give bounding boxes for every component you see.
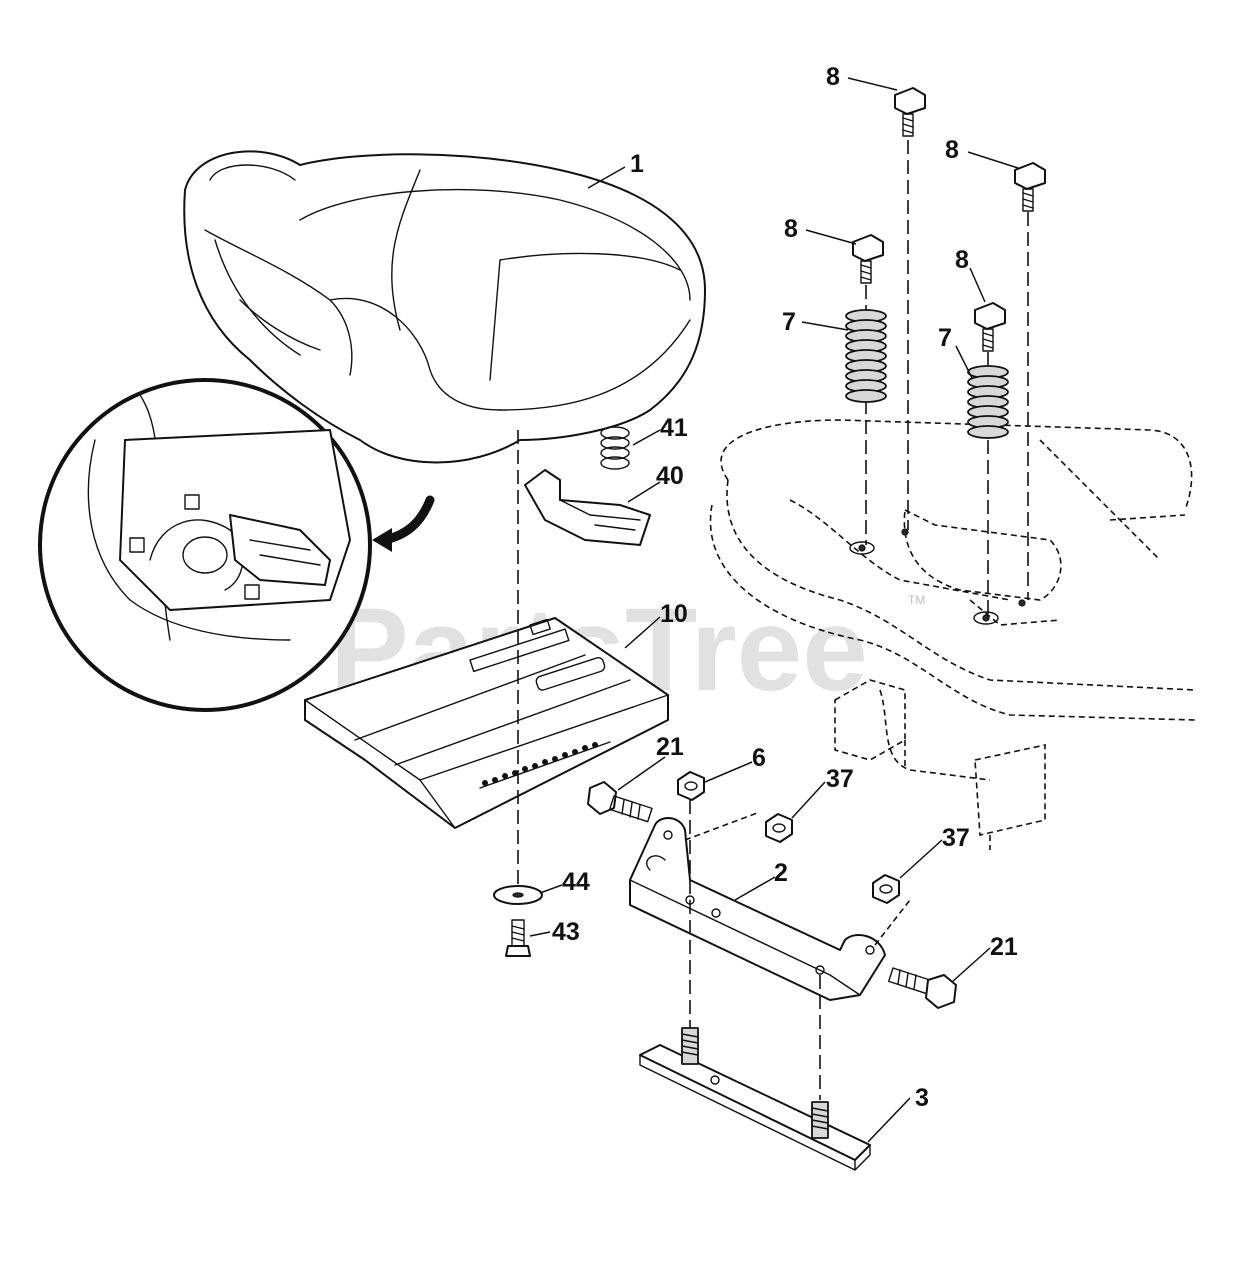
stud bbox=[681, 1027, 699, 1065]
watermark-trademark: TM bbox=[908, 593, 925, 607]
bolt-centerlines bbox=[865, 140, 1029, 615]
seat-spring[interactable] bbox=[600, 426, 630, 470]
callout-21: 21 bbox=[656, 733, 684, 761]
hex-bolt[interactable] bbox=[1014, 162, 1046, 212]
callout-41: 41 bbox=[660, 414, 688, 442]
callout-8: 8 bbox=[784, 215, 798, 243]
shoulder-bolt[interactable] bbox=[887, 967, 957, 1009]
callout-8: 8 bbox=[826, 63, 840, 91]
hex-bolt[interactable] bbox=[974, 302, 1006, 352]
callout-10: 10 bbox=[660, 600, 688, 628]
hex-nut[interactable] bbox=[677, 771, 705, 801]
shoulder-bolt[interactable] bbox=[505, 919, 531, 957]
callout-37: 37 bbox=[826, 765, 854, 793]
seat-pan[interactable] bbox=[304, 617, 669, 829]
seat-switch-bracket[interactable] bbox=[524, 469, 651, 546]
coil-spring[interactable] bbox=[845, 309, 887, 403]
leader-lines bbox=[529, 77, 1019, 1143]
callout-1: 1 bbox=[630, 150, 644, 178]
callout-8: 8 bbox=[955, 246, 969, 274]
callout-44: 44 bbox=[562, 868, 590, 896]
seat-pan-adjustment-holes bbox=[482, 742, 598, 786]
callout-37: 37 bbox=[942, 824, 970, 852]
callout-40: 40 bbox=[656, 462, 684, 490]
callouts: 1 2 3 6 7 7 8 8 8 8 10 21 21 37 37 40 41… bbox=[552, 63, 1018, 1112]
hex-bolt[interactable] bbox=[852, 234, 884, 284]
callout-8: 8 bbox=[945, 136, 959, 164]
callout-6: 6 bbox=[752, 744, 766, 772]
callout-7: 7 bbox=[782, 308, 796, 336]
seat[interactable] bbox=[183, 150, 706, 464]
detail-view-circle bbox=[38, 378, 372, 712]
callout-21: 21 bbox=[990, 933, 1018, 961]
callout-43: 43 bbox=[552, 918, 580, 946]
coil-spring[interactable] bbox=[967, 365, 1009, 439]
stud bbox=[811, 1101, 829, 1139]
shoulder-bolt[interactable] bbox=[587, 781, 653, 823]
callout-7: 7 bbox=[938, 324, 952, 352]
bracket-centerlines bbox=[684, 800, 911, 1100]
hex-bolt[interactable] bbox=[894, 87, 926, 137]
washer[interactable] bbox=[493, 885, 543, 905]
seat-mounting-bracket[interactable] bbox=[629, 817, 886, 1001]
lock-nut[interactable] bbox=[872, 874, 900, 904]
callout-3: 3 bbox=[915, 1084, 929, 1112]
callout-2: 2 bbox=[774, 859, 788, 887]
lock-nut[interactable] bbox=[765, 813, 793, 843]
mounting-plate[interactable] bbox=[639, 1027, 871, 1171]
tractor-frame-outline bbox=[709, 419, 1196, 850]
detail-arrow-icon bbox=[372, 495, 435, 552]
